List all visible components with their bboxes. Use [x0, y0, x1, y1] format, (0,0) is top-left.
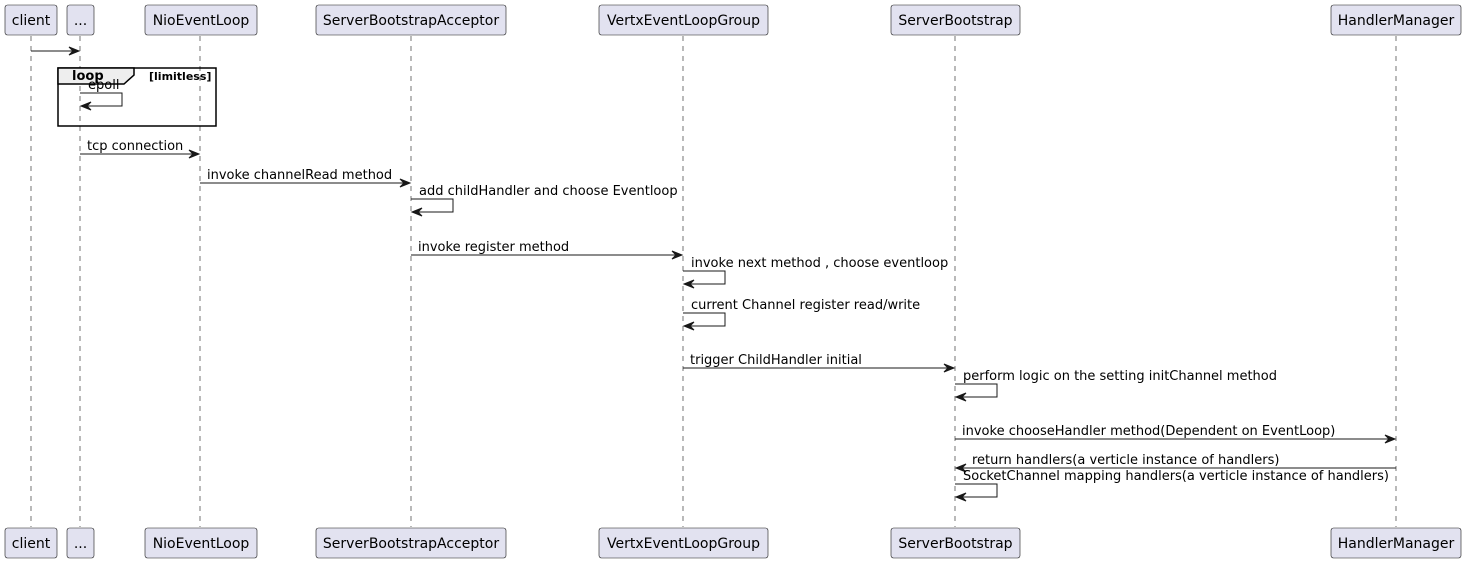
arrow-head [68, 46, 81, 56]
message-9-label: perform logic on the setting initChannel… [963, 369, 1277, 384]
participant-4-top-label: VertxEventLoopGroup [607, 13, 760, 29]
participants-bottom: client... NioEventLoop ServerBootstrapAcce… [4, 527, 1462, 559]
participant-1-top: ... [66, 4, 95, 36]
participant-5-bottom-label: ServerBootstrap [898, 536, 1012, 552]
message-10-label: invoke chooseHandler method(Dependent on… [962, 424, 1335, 439]
participant-0-top: client [4, 4, 58, 36]
participant-4-bottom-box [598, 527, 769, 559]
loop-condition: [limitless] [149, 70, 211, 83]
message-3-label: invoke channelRead method [207, 168, 392, 183]
participant-0-top-box [4, 4, 58, 36]
participant-4-top: VertxEventLoopGroup [598, 4, 769, 36]
message-10: invoke chooseHandler method(Dependent on… [955, 424, 1397, 444]
loop-keyword: loop [72, 69, 104, 84]
message-11-label: return handlers(a verticle instance of h… [972, 453, 1279, 468]
participant-1-top-label: ... [74, 13, 87, 29]
participant-6-bottom: HandlerManager [1330, 527, 1462, 559]
participant-0-bottom-label: client [12, 536, 51, 552]
arrow-head [399, 178, 412, 188]
arrow-head [1384, 434, 1397, 444]
participant-2-bottom-box [144, 527, 258, 559]
message-3: invoke channelRead method [200, 168, 412, 188]
participant-1-bottom-box [66, 527, 95, 559]
arrow-head [682, 279, 695, 289]
arrow-head [943, 363, 956, 373]
message-1: epoll [79, 78, 123, 111]
message-2-label: tcp connection [87, 139, 183, 154]
participant-1-bottom-label: ... [74, 536, 87, 552]
message-11: return handlers(a verticle instance of h… [954, 453, 1396, 473]
message-9: perform logic on the setting initChannel… [954, 369, 1277, 402]
message-6-label: invoke next method , choose eventloop [691, 256, 948, 271]
message-7-label: current Channel register read/write [691, 298, 920, 313]
arrow-head [954, 463, 967, 473]
message-1-label: epoll [88, 78, 119, 93]
participant-4-top-box [598, 4, 769, 36]
participant-0-bottom-box [4, 527, 58, 559]
participant-3-top-box [315, 4, 507, 36]
message-7: current Channel register read/write [682, 298, 920, 331]
arrow-head [188, 149, 201, 159]
arrow-head [671, 250, 684, 260]
participant-2-bottom: NioEventLoop [144, 527, 258, 559]
arrow-head [954, 492, 967, 502]
message-6-line [683, 270, 726, 285]
arrow-head [79, 101, 92, 111]
participant-4-bottom-label: VertxEventLoopGroup [607, 536, 760, 552]
participant-2-top: NioEventLoop [144, 4, 258, 36]
participant-3-bottom: ServerBootstrapAcceptor [315, 527, 507, 559]
participant-5-bottom: ServerBootstrap [890, 527, 1021, 559]
participant-6-bottom-box [1330, 527, 1462, 559]
message-7-line [683, 312, 726, 327]
participant-4-bottom: VertxEventLoopGroup [598, 527, 769, 559]
loop-frame: loop [limitless] [57, 67, 217, 127]
participant-3-bottom-label: ServerBootstrapAcceptor [323, 536, 499, 552]
participant-5-top-box [890, 4, 1021, 36]
message-12-line [955, 483, 998, 498]
participant-5-bottom-box [890, 527, 1021, 559]
arrow-head [682, 321, 695, 331]
participants-top: client... NioEventLoop ServerBootstrapAcce… [4, 4, 1462, 36]
message-1-line [80, 92, 123, 107]
participant-2-bottom-label: NioEventLoop [153, 536, 250, 552]
participant-2-top-label: NioEventLoop [153, 13, 250, 29]
participant-1-bottom: ... [66, 527, 95, 559]
participant-0-bottom: client [4, 527, 58, 559]
participant-3-top: ServerBootstrapAcceptor [315, 4, 507, 36]
message-4-line [411, 198, 454, 213]
participant-6-top: HandlerManager [1330, 4, 1462, 36]
message-12-label: SocketChannel mapping handlers(a verticl… [963, 469, 1389, 484]
participant-6-top-label: HandlerManager [1338, 13, 1455, 29]
message-8: trigger ChildHandler initial [683, 353, 956, 373]
loop-frame-border [57, 67, 217, 127]
message-5-label: invoke register method [418, 240, 569, 255]
participant-6-top-box [1330, 4, 1462, 36]
participant-6-bottom-label: HandlerManager [1338, 536, 1455, 552]
arrow-head [410, 207, 423, 217]
message-12: SocketChannel mapping handlers(a verticl… [954, 469, 1389, 502]
arrow-head [954, 392, 967, 402]
message-2: tcp connection [80, 139, 201, 159]
message-0 [31, 46, 81, 56]
lifelines [30, 36, 1397, 527]
participant-1-top-box [66, 4, 95, 36]
message-5: invoke register method [411, 240, 684, 260]
messages: epoll tcp connection invoke channelRead me… [31, 46, 1397, 502]
participant-2-top-box [144, 4, 258, 36]
message-9-line [955, 383, 998, 398]
message-4-label: add childHandler and choose Eventloop [419, 184, 678, 199]
message-4: add childHandler and choose Eventloop [410, 184, 678, 217]
participant-3-bottom-box [315, 527, 507, 559]
loop-frame-tab [57, 67, 135, 85]
participant-5-top: ServerBootstrap [890, 4, 1021, 36]
participant-0-top-label: client [12, 13, 51, 29]
participant-5-top-label: ServerBootstrap [898, 13, 1012, 29]
message-8-label: trigger ChildHandler initial [690, 353, 862, 368]
message-6: invoke next method , choose eventloop [682, 256, 948, 289]
participant-3-top-label: ServerBootstrapAcceptor [323, 13, 499, 29]
